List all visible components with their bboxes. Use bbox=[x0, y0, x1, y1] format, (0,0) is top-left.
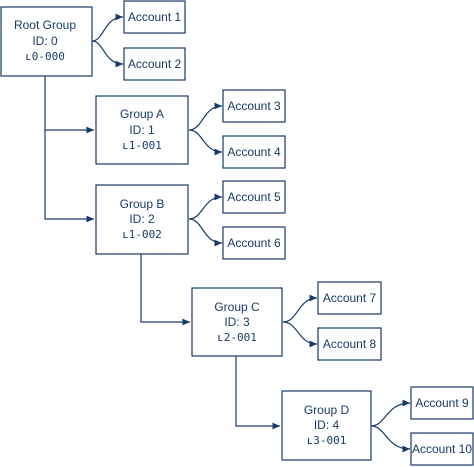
group-code: ʟ1-002 bbox=[122, 228, 162, 241]
account-node-9[interactable]: Account 9 bbox=[410, 386, 474, 420]
group-id: ID: 4 bbox=[314, 418, 340, 432]
edge-root-to-group-a bbox=[44, 76, 94, 134]
account-label: Account 5 bbox=[227, 190, 281, 204]
edge-group-a-to-account-4 bbox=[188, 129, 223, 156]
group-name: Group C bbox=[214, 300, 260, 314]
edge-group-b-to-account-5 bbox=[188, 193, 223, 220]
group-node-root[interactable]: Root Group ID: 0 ʟ0-000 bbox=[0, 6, 93, 77]
group-name: Group B bbox=[120, 197, 165, 211]
group-code: ʟ0-000 bbox=[25, 50, 65, 63]
account-node-8[interactable]: Account 8 bbox=[317, 327, 382, 361]
group-name: Root Group bbox=[14, 18, 76, 32]
group-node-a[interactable]: Group A ID: 1 ʟ1-001 bbox=[95, 95, 189, 165]
account-node-5[interactable]: Account 5 bbox=[222, 180, 286, 214]
account-node-2[interactable]: Account 2 bbox=[123, 47, 186, 81]
account-node-7[interactable]: Account 7 bbox=[317, 281, 382, 315]
account-label: Account 2 bbox=[128, 57, 182, 71]
account-label: Account 8 bbox=[323, 337, 377, 351]
account-node-4[interactable]: Account 4 bbox=[222, 135, 286, 169]
edge-group-c-to-account-8 bbox=[282, 321, 318, 348]
group-id: ID: 2 bbox=[129, 212, 155, 226]
group-node-d[interactable]: Group D ID: 4 ʟ3-001 bbox=[281, 390, 372, 461]
group-name: Group A bbox=[120, 107, 164, 121]
group-code: ʟ3-001 bbox=[307, 434, 347, 447]
account-node-6[interactable]: Account 6 bbox=[222, 226, 286, 260]
edge-group-c-to-account-7 bbox=[282, 294, 318, 323]
group-id: ID: 1 bbox=[129, 123, 155, 137]
account-label: Account 3 bbox=[227, 99, 281, 113]
group-id: ID: 3 bbox=[224, 315, 250, 329]
account-label: Account 10 bbox=[412, 442, 472, 456]
group-node-b[interactable]: Group B ID: 2 ʟ1-002 bbox=[95, 184, 189, 255]
edge-root-to-account-2 bbox=[91, 40, 124, 68]
account-label: Account 1 bbox=[128, 10, 182, 24]
edge-group-b-to-group-c bbox=[140, 254, 190, 326]
group-id: ID: 0 bbox=[32, 34, 58, 48]
edge-group-a-to-account-3 bbox=[188, 102, 223, 131]
edge-group-d-to-account-9 bbox=[370, 399, 411, 427]
account-label: Account 7 bbox=[323, 291, 377, 305]
group-name: Group D bbox=[304, 403, 350, 417]
account-label: Account 6 bbox=[227, 236, 281, 250]
edge-root-to-account-1 bbox=[91, 13, 124, 42]
account-node-1[interactable]: Account 1 bbox=[123, 0, 186, 34]
group-code: ʟ1-001 bbox=[122, 139, 162, 152]
edge-group-c-to-group-d bbox=[235, 356, 280, 430]
account-label: Account 4 bbox=[227, 145, 281, 159]
connectors bbox=[44, 13, 411, 453]
edge-root-to-group-b bbox=[44, 130, 94, 223]
account-node-10[interactable]: Account 10 bbox=[410, 432, 474, 466]
group-code: ʟ2-001 bbox=[217, 331, 257, 344]
account-label: Account 9 bbox=[415, 396, 469, 410]
account-node-3[interactable]: Account 3 bbox=[222, 89, 286, 123]
edge-group-b-to-account-6 bbox=[188, 218, 223, 247]
group-node-c[interactable]: Group C ID: 3 ʟ2-001 bbox=[191, 287, 283, 357]
edge-group-d-to-account-10 bbox=[370, 425, 411, 453]
